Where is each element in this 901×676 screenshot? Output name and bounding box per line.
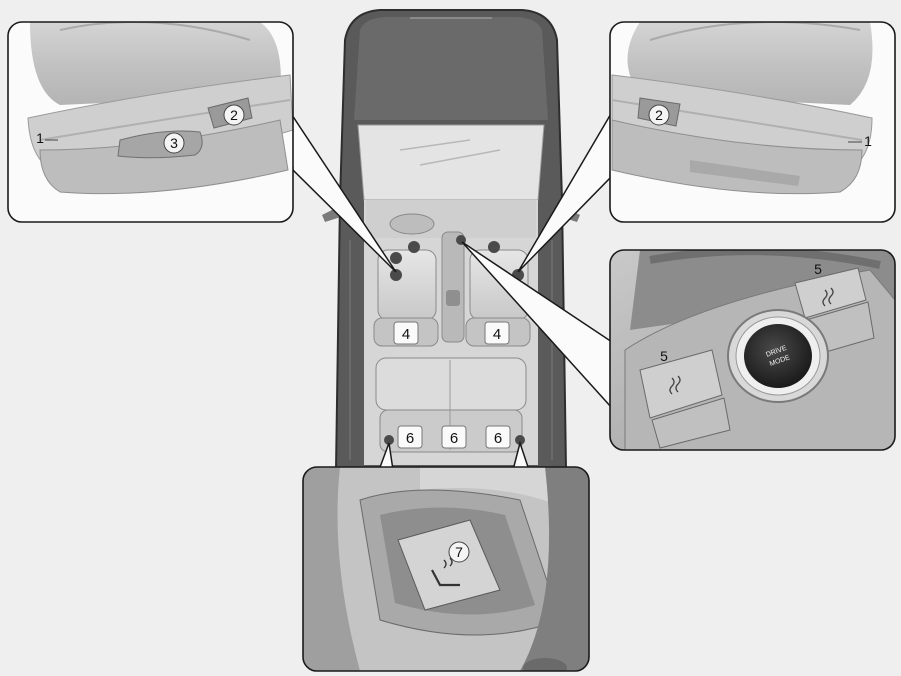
callout-2-left: 2 [230,107,238,123]
panel-console-heated-seat-switches: DRIVE MODE 5 5 [609,249,896,451]
center-console [441,231,465,343]
callout-6-right-box [485,425,511,449]
callout-4-left: 4 [402,326,410,343]
drive-mode-knob[interactable] [744,324,812,388]
callout-6-left: 6 [406,430,414,447]
callout-6-left-box [397,425,423,449]
callout-7: 7 [455,544,463,560]
driver-seat-control-dot-lower [390,269,402,281]
callout-1-left: 1 [36,130,44,146]
callout-4-left-box [393,321,419,345]
rear-left-dot [384,435,394,445]
callout-1-right: 1 [864,133,872,149]
callout-5-right: 5 [814,261,822,277]
callout-4-right: 4 [493,326,501,343]
callout-2-right-circle [648,104,670,126]
hood [354,17,548,120]
callout-2-right: 2 [655,107,663,123]
callout-5-left: 5 [660,348,668,364]
right-heated-seat-switch [794,267,867,319]
callout-6-center: 6 [450,430,458,447]
callout-2-left-circle [223,104,245,126]
windshield [357,124,545,201]
rear-heated-seat-switch[interactable] [397,519,501,611]
callout-4-right-box [484,321,510,345]
callout-3: 3 [170,135,178,151]
rear-right-dot [515,435,525,445]
panel-rear-seat-switch: 7 [302,466,590,672]
dash-dot-right [488,241,500,253]
callout-7-circle [448,541,470,563]
callout-leader-wedges [289,109,613,471]
panel-passenger-seat-controls: 2 1 [609,21,896,223]
panel-driver-seat-controls: 2 3 1 [7,21,294,223]
car-top-view: 4 4 6 6 6 [322,9,580,471]
callout-3-circle [163,132,185,154]
callout-6-center-box [441,425,467,449]
left-heated-seat-switch [639,349,723,419]
dash-dot-left [408,241,420,253]
driver-seat-control-dot-upper [390,252,402,264]
callout-6-right: 6 [494,430,502,447]
